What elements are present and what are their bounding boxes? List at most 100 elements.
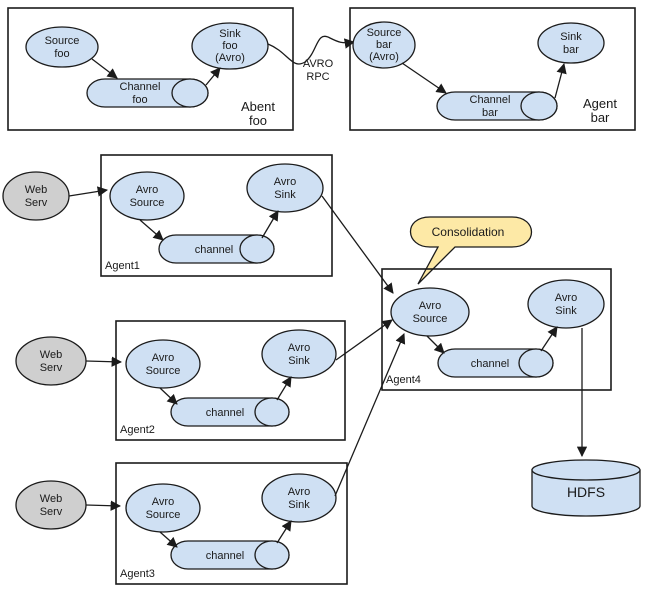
agent2-frame [115,320,346,441]
agent-foo-title-1: Abent [241,99,275,114]
edge-agent3-source-to-channel [159,531,178,548]
tier-agent3-group: Web Serv Avro Source Avro Sink channel A… [15,462,348,585]
agent4-title: Agent4 [386,374,421,386]
edge-avro-rpc [267,35,356,65]
agent1-title: Agent1 [105,260,140,272]
agent-bar-group: Source bar (Avro) Sink bar Channel bar A… [349,7,636,131]
agent1-channel-label: channel [195,244,234,256]
agent-foo-source-label-1: Source [45,35,80,47]
agent-bar-channel-cylinder [436,91,558,121]
web-serv-2-label-1: Web [40,349,62,361]
web-serv-1-label-1: Web [25,184,47,196]
agent-bar-title-2: bar [591,110,610,125]
edge-bar-channel-to-sink [554,62,567,99]
agent-bar-sink-node [537,22,605,64]
consolidation-callout [409,216,533,285]
edge-web2-to-agent2 [85,356,123,367]
agent-bar-source-label-1: Source [367,27,402,39]
rpc-label-2: RPC [306,71,329,83]
edge-bar-source-to-channel [401,62,447,94]
agent4-sink-label-2: Sink [555,305,577,317]
agent-foo-group: Source foo Sink foo (Avro) Channel foo A… [7,7,294,131]
hdfs-store [531,459,641,517]
web-serv-3-node [15,480,87,530]
edge-agent4-source-to-channel [426,335,445,354]
consolidation-group: Consolidation Avro Source Avro Sink chan… [381,216,612,391]
agent2-title: Agent2 [120,424,155,436]
web-serv-2-label-2: Serv [40,362,63,374]
agent1-source-label-2: Source [130,197,165,209]
web-serv-3-label-2: Serv [40,506,63,518]
agent-foo-frame [7,7,294,131]
edge-web3-to-agent3 [85,500,122,511]
agent-bar-sink-label-1: Sink [560,31,582,43]
web-serv-1-node [2,171,70,221]
edge-foo-source-to-channel [91,58,118,79]
agent-bar-source-node [352,21,416,69]
agent3-sink-node [261,473,337,523]
edge-agent1-sink-to-agent4 [321,195,394,294]
edge-agent3-channel-to-sink [276,520,292,544]
agent-foo-title-2: foo [249,113,267,128]
agent-bar-sink-label-2: bar [563,44,579,56]
agent1-channel-cylinder [158,234,275,264]
agent-foo-sink-label-1: Sink [219,28,241,40]
agent-bar-title-1: Agent [583,96,617,111]
agent4-source-label-2: Source [413,313,448,325]
rpc-label-1: AVRO [303,58,334,70]
agent4-source-label-1: Avro [419,300,441,312]
tier-agent2-group: Web Serv Avro Source Avro Sink channel A… [15,320,346,441]
edge-agent4-channel-to-sink [540,326,558,352]
agent3-sink-label-2: Sink [288,499,310,511]
agent-foo-source-label-2: foo [54,48,69,60]
edge-agent2-sink-to-agent4 [335,319,393,361]
agent4-channel-label: channel [471,358,510,370]
agent1-sink-label-1: Avro [274,176,296,188]
agent3-source-node [125,483,201,533]
agent-foo-channel-cylinder [86,78,209,108]
consolidation-callout-label: Consolidation [432,225,505,239]
edge-agent1-source-to-channel [139,219,164,241]
web-serv-3-label-1: Web [40,493,62,505]
agent2-sink-label-2: Sink [288,355,310,367]
web-serv-2-node [15,336,87,386]
edge-agent3-sink-to-agent4 [334,333,406,497]
agent1-source-label-1: Avro [136,184,158,196]
agent4-channel-cylinder [437,348,554,378]
agent3-frame [115,462,348,585]
agent3-source-label-1: Avro [152,496,174,508]
agent-foo-sink-node [191,22,269,70]
agent-bar-channel-label-1: Channel [470,94,511,106]
agent-foo-channel-label-2: foo [132,94,147,106]
edge-foo-channel-to-sink [205,67,221,86]
agent3-source-label-2: Source [146,509,181,521]
edge-agent1-channel-to-sink [261,210,279,239]
agent2-source-label-2: Source [146,365,181,377]
agent2-sink-node [261,329,337,379]
agent2-sink-label-1: Avro [288,342,310,354]
agent1-sink-node [246,163,324,213]
agent2-source-label-1: Avro [152,352,174,364]
agent-foo-channel-label-1: Channel [120,81,161,93]
agent1-frame [100,154,333,277]
agent-bar-frame [349,7,636,131]
agent3-channel-cylinder [170,540,290,570]
agent2-channel-cylinder [170,397,290,427]
agent2-channel-label: channel [206,407,245,419]
agent-bar-source-label-2: bar [376,39,392,51]
agent3-channel-label: channel [206,550,245,562]
agent4-sink-node [527,279,605,329]
agent-foo-sink-label-2: foo [222,40,237,52]
tier-agent1-group: Web Serv Avro Source Avro Sink channel A… [2,154,333,277]
agent-bar-source-label-3: (Avro) [369,51,399,63]
hdfs-label: HDFS [567,484,605,500]
agent2-source-node [125,339,201,389]
agent3-title: Agent3 [120,568,155,580]
agent1-source-node [109,171,185,221]
web-serv-1-label-2: Serv [25,197,48,209]
agent-foo-source-node [25,26,99,68]
edge-agent2-channel-to-sink [276,376,292,401]
agent4-source-node [390,287,470,337]
edge-agent2-source-to-channel [159,387,178,405]
agent3-sink-label-1: Avro [288,486,310,498]
